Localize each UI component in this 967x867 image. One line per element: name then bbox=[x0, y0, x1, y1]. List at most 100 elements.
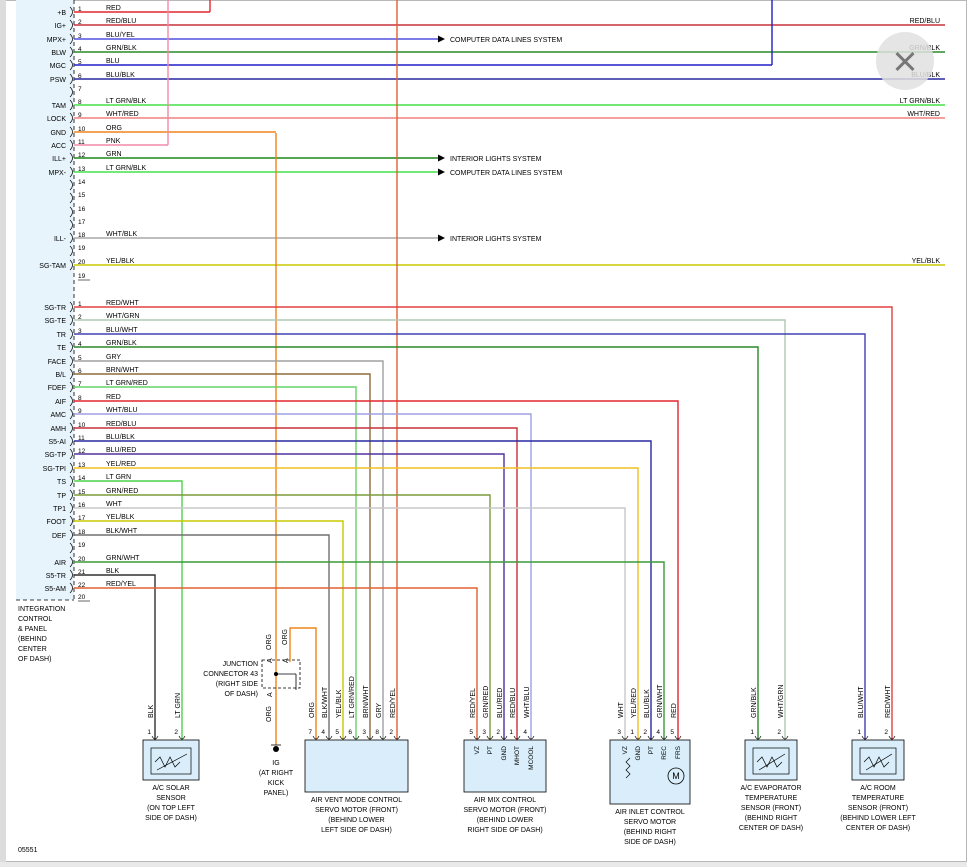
module-label: CONTROL bbox=[18, 616, 52, 623]
wire-color-label: WHT/BLU bbox=[106, 407, 138, 414]
component-wire-label: WHT/BLU bbox=[524, 687, 531, 719]
pin-label: FACE bbox=[48, 359, 67, 366]
variable-arrow-icon bbox=[865, 753, 893, 771]
wire-color-label: WHT/RED bbox=[106, 111, 139, 118]
pin-number: 8 bbox=[78, 395, 82, 402]
wire-blu-wht bbox=[74, 333, 866, 742]
pin-number: 1 bbox=[78, 6, 82, 13]
component-caption: SENSOR bbox=[156, 795, 186, 802]
connector-cavity bbox=[69, 502, 73, 514]
wire-gry bbox=[74, 360, 384, 742]
pin-number: 4 bbox=[78, 46, 82, 53]
terminal-label: MHOT bbox=[514, 746, 521, 765]
pin-label: TR bbox=[57, 332, 66, 339]
pin-number: 17 bbox=[78, 219, 86, 226]
thermistor-icon bbox=[752, 747, 790, 775]
connector-cavity bbox=[69, 381, 73, 393]
pin-number: 19 bbox=[78, 542, 86, 549]
connector-cavity bbox=[69, 46, 73, 58]
component-pin-number: 3 bbox=[362, 729, 366, 736]
wire-color-label: LT GRN/RED bbox=[106, 380, 148, 387]
wire-color-label: ORG bbox=[282, 629, 289, 645]
wire-color-label-right: LT GRN/BLK bbox=[900, 98, 941, 105]
component-wire-label: YEL/BLK bbox=[336, 689, 343, 718]
junction-label: CONNECTOR 43 bbox=[203, 671, 258, 678]
pin-number: 7 bbox=[78, 381, 82, 388]
junction-label: OF DASH) bbox=[225, 691, 258, 698]
component-wire-label: GRN/RED bbox=[483, 686, 490, 718]
component-pin-number: 2 bbox=[643, 729, 647, 736]
pin-label: TS bbox=[57, 479, 66, 486]
wire-color-label: GRN/BLK bbox=[106, 340, 137, 347]
wire-color-label: WHT bbox=[106, 501, 123, 508]
connector-cavity bbox=[69, 99, 73, 111]
component-wire-label: YEL/RED bbox=[631, 688, 638, 718]
module-label: OF DASH) bbox=[18, 656, 51, 663]
component-wire-label: RED/YEL bbox=[390, 688, 397, 718]
pin-number: 12 bbox=[78, 152, 86, 159]
component-caption: (BEHIND RIGHT bbox=[745, 815, 798, 822]
pin-letter: A bbox=[283, 658, 290, 663]
component-wire-label: WHT/GRN bbox=[778, 685, 785, 718]
pin-number: 17 bbox=[78, 515, 86, 522]
component-caption: CENTER OF DASH) bbox=[739, 825, 803, 832]
pin-label: S5-AI bbox=[48, 439, 66, 446]
component-wire-label: GRN/BLK bbox=[751, 687, 758, 718]
pin-label: AIR bbox=[54, 560, 66, 567]
wire-color-label: RED bbox=[106, 5, 121, 12]
pin-number: 9 bbox=[78, 112, 82, 119]
pin-number: 11 bbox=[78, 139, 85, 146]
variable-arrow-icon bbox=[156, 753, 188, 771]
wire-red bbox=[74, 400, 679, 742]
thermistor-icon bbox=[859, 747, 897, 775]
terminal-label: PT bbox=[487, 746, 494, 754]
pin-number: 13 bbox=[78, 462, 86, 469]
connector-cavity bbox=[69, 232, 73, 244]
wire-color-label: YEL/BLK bbox=[106, 258, 135, 265]
motor-icon bbox=[667, 767, 685, 785]
pin-label: FOOT bbox=[47, 519, 67, 526]
pin-number: 14 bbox=[78, 179, 86, 186]
motor-symbol: M bbox=[672, 771, 680, 781]
module-label: & PANEL bbox=[18, 626, 47, 633]
close-icon[interactable] bbox=[876, 32, 934, 90]
pin-number: 11 bbox=[78, 435, 85, 442]
terminal-label: PT bbox=[648, 746, 655, 754]
connector-cavity bbox=[69, 582, 73, 594]
wire-color-label: RED/YEL bbox=[106, 581, 136, 588]
wire-color-label: RED/BLU bbox=[106, 421, 136, 428]
pin-label: PSW bbox=[50, 77, 66, 84]
component-wire-label: BRN/WHT bbox=[363, 685, 370, 718]
connector-cavity bbox=[69, 259, 73, 271]
pin-label: S5-AM bbox=[45, 586, 67, 593]
component-pin-number: 1 bbox=[630, 729, 634, 736]
component-caption: SENSOR (FRONT) bbox=[741, 805, 801, 812]
pin-number: 15 bbox=[78, 192, 86, 199]
component-caption: (ON TOP LEFT bbox=[147, 805, 196, 812]
component-wire-label: BLU/WHT bbox=[858, 686, 865, 718]
wire-color-label: ORG bbox=[266, 634, 273, 650]
connector-cavity bbox=[69, 435, 73, 447]
connector-cavity bbox=[69, 556, 73, 568]
ground-label: KICK bbox=[268, 780, 285, 787]
pin-label: MGC bbox=[50, 63, 66, 70]
component-pin-number: 7 bbox=[308, 729, 312, 736]
wire-yel-blk bbox=[74, 520, 344, 742]
wire-color-label: GRN/BLK bbox=[106, 45, 137, 52]
component-pin-number: 1 bbox=[509, 729, 513, 736]
wire-blk bbox=[74, 574, 156, 742]
pin-label: TP1 bbox=[53, 506, 66, 513]
connector-cavity bbox=[69, 206, 73, 218]
wire-color-label: BLU/WHT bbox=[106, 327, 138, 334]
pin-number: 12 bbox=[78, 448, 86, 455]
component-pin-number: 5 bbox=[335, 729, 339, 736]
pin-cavity bbox=[366, 735, 374, 740]
wire-color-label: BLU/BLK bbox=[106, 72, 135, 79]
component-pin-number: 5 bbox=[469, 729, 473, 736]
wire-grn-red bbox=[74, 494, 491, 742]
wire-color-label: RED/WHT bbox=[106, 300, 139, 307]
wire-blu-red bbox=[74, 453, 505, 742]
pin-label: +B bbox=[57, 10, 66, 17]
pin-number: 5 bbox=[78, 355, 82, 362]
component-pin-number: 8 bbox=[375, 729, 379, 736]
